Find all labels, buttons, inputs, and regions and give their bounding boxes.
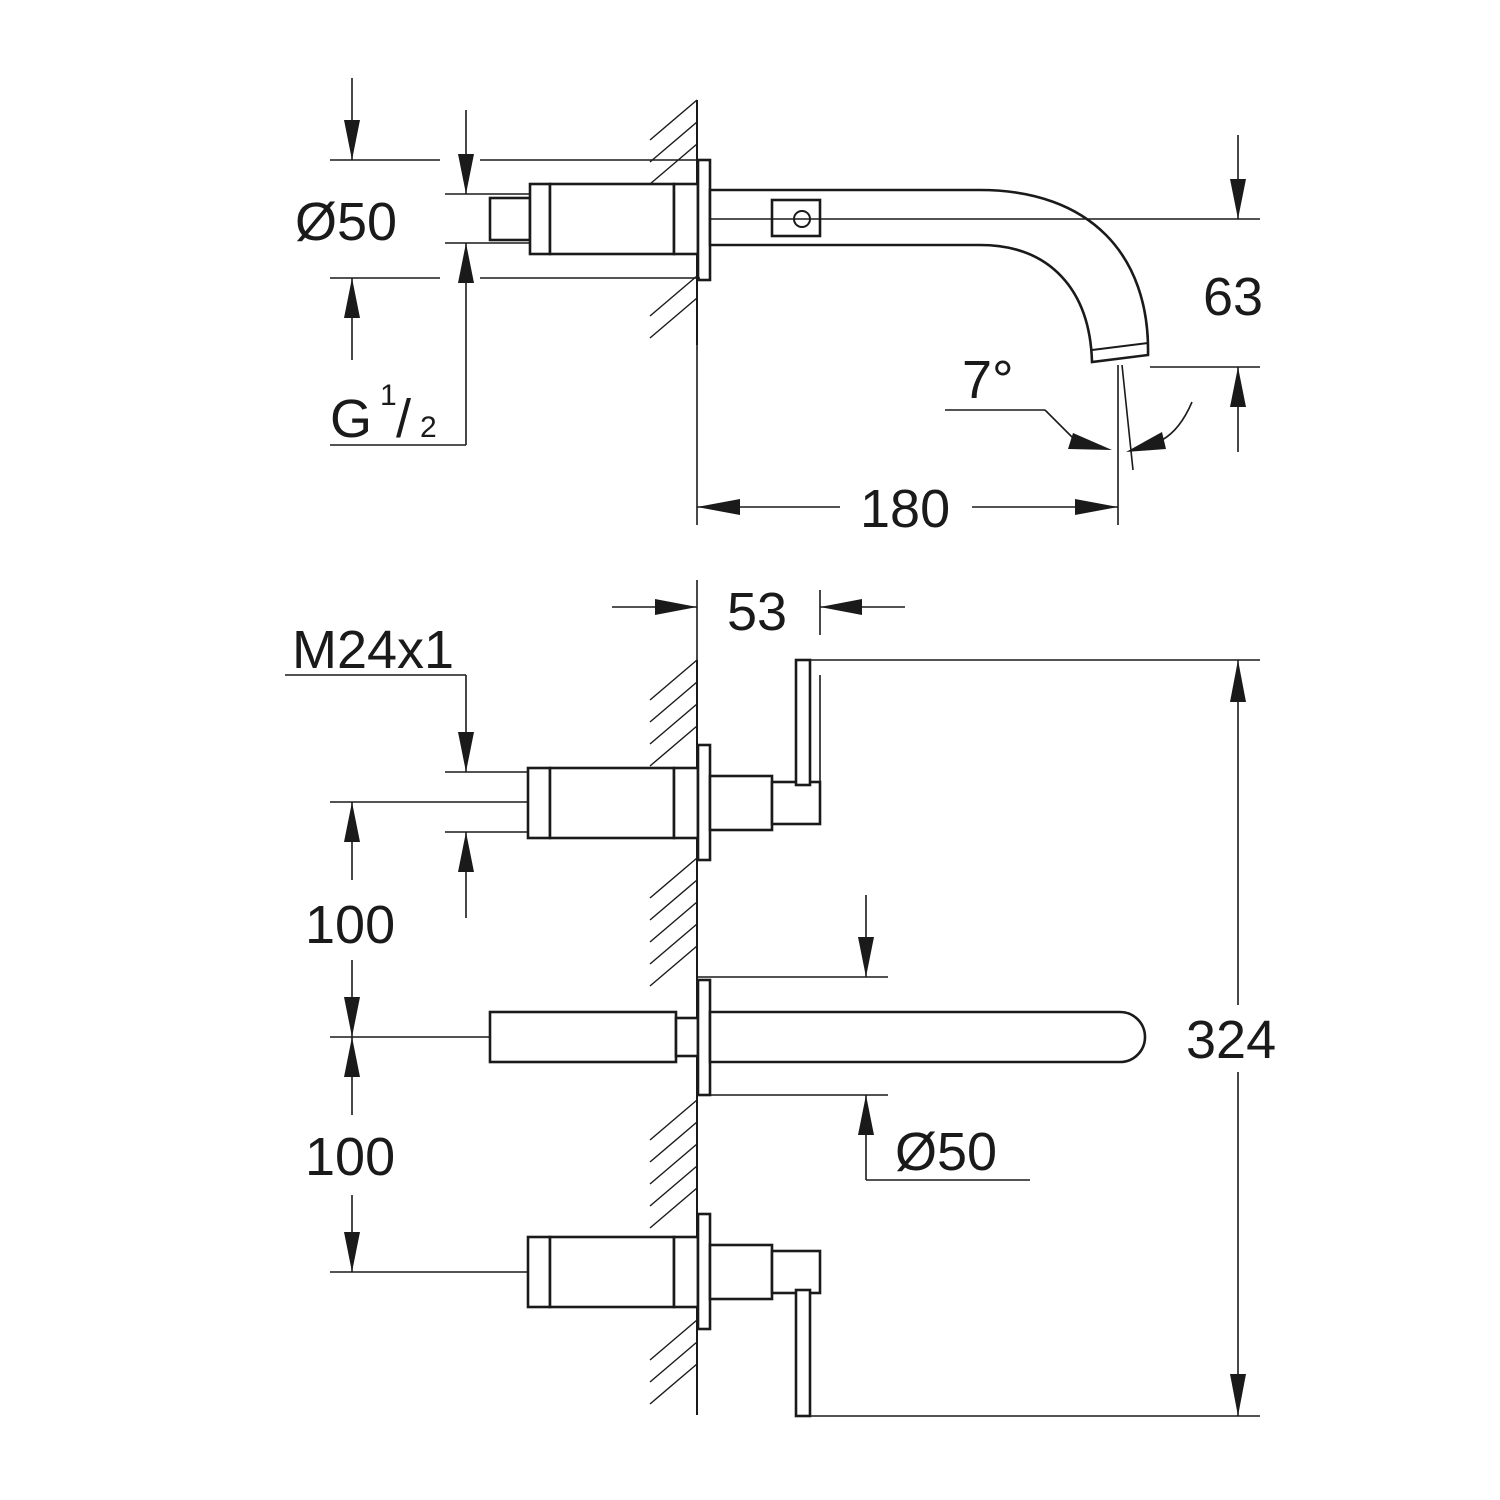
overall-height-label: 324 — [1186, 1010, 1276, 1070]
projection-dimension: 180 — [696, 345, 1118, 539]
hatch-line — [649, 1319, 698, 1361]
hatch-line — [649, 901, 698, 943]
hatch-line — [649, 1165, 698, 1207]
hatch-line — [649, 143, 698, 185]
hatch-line — [649, 1341, 698, 1383]
hatch-line — [649, 99, 698, 141]
spout-angle-label: 7° — [962, 350, 1014, 410]
lower-valve — [526, 1212, 1260, 1418]
hatch-line — [649, 1099, 698, 1141]
spout-profile — [708, 188, 1260, 364]
upper-valve — [526, 658, 1260, 862]
hatch-line — [649, 1187, 698, 1229]
overall-height-dimension: 324 — [1186, 660, 1276, 1416]
hatch-line — [649, 703, 698, 745]
thread-dimension-top: G 1 / 2 — [330, 110, 530, 449]
side-view: Ø50 G 1 / 2 63 — [295, 78, 1263, 539]
front-view: 53 M24x1 — [285, 580, 1276, 1418]
hatch-line — [649, 945, 698, 987]
spacing-upper-label: 100 — [305, 895, 395, 955]
thread-label-sub: 2 — [420, 411, 437, 444]
hatch-line — [649, 1121, 698, 1163]
hatch-line — [649, 275, 698, 317]
thread-label-g: G — [330, 389, 372, 449]
hatch-line — [649, 297, 698, 339]
spacing-dimension: 100 100 — [305, 801, 528, 1273]
spout-height-label: 63 — [1203, 267, 1263, 327]
spout-front — [488, 978, 1147, 1097]
spout-height-dimension: 63 — [1150, 135, 1263, 452]
thread-label-slash: / — [396, 389, 411, 449]
diameter-dimension-front: Ø50 — [698, 895, 1030, 1182]
diameter-label-front: Ø50 — [895, 1122, 997, 1182]
hatch-line — [649, 681, 698, 723]
clearance-dimension: 53 — [612, 580, 905, 660]
hatch-line — [649, 1143, 698, 1185]
hatch-line — [649, 879, 698, 921]
diameter-dimension-top: Ø50 — [295, 78, 700, 360]
hatch-line — [649, 1363, 698, 1405]
thread-dimension-front: M24x1 — [285, 620, 528, 918]
hatch-line — [649, 659, 698, 701]
hatch-line — [649, 857, 698, 899]
spout-angle-dimension: 7° — [945, 350, 1193, 525]
hatch-line — [649, 121, 698, 163]
projection-label: 180 — [860, 479, 950, 539]
wall-hatching-bottom — [649, 659, 698, 1405]
spacing-lower-label: 100 — [305, 1127, 395, 1187]
thread-label-sup: 1 — [380, 379, 397, 412]
thread-label-front: M24x1 — [292, 620, 454, 680]
hatch-line — [649, 725, 698, 767]
clearance-label: 53 — [727, 582, 787, 642]
concealed-body-top — [488, 158, 712, 282]
wall-hatching-top — [649, 99, 698, 339]
diameter-label-top: Ø50 — [295, 192, 397, 252]
hatch-line — [649, 923, 698, 965]
